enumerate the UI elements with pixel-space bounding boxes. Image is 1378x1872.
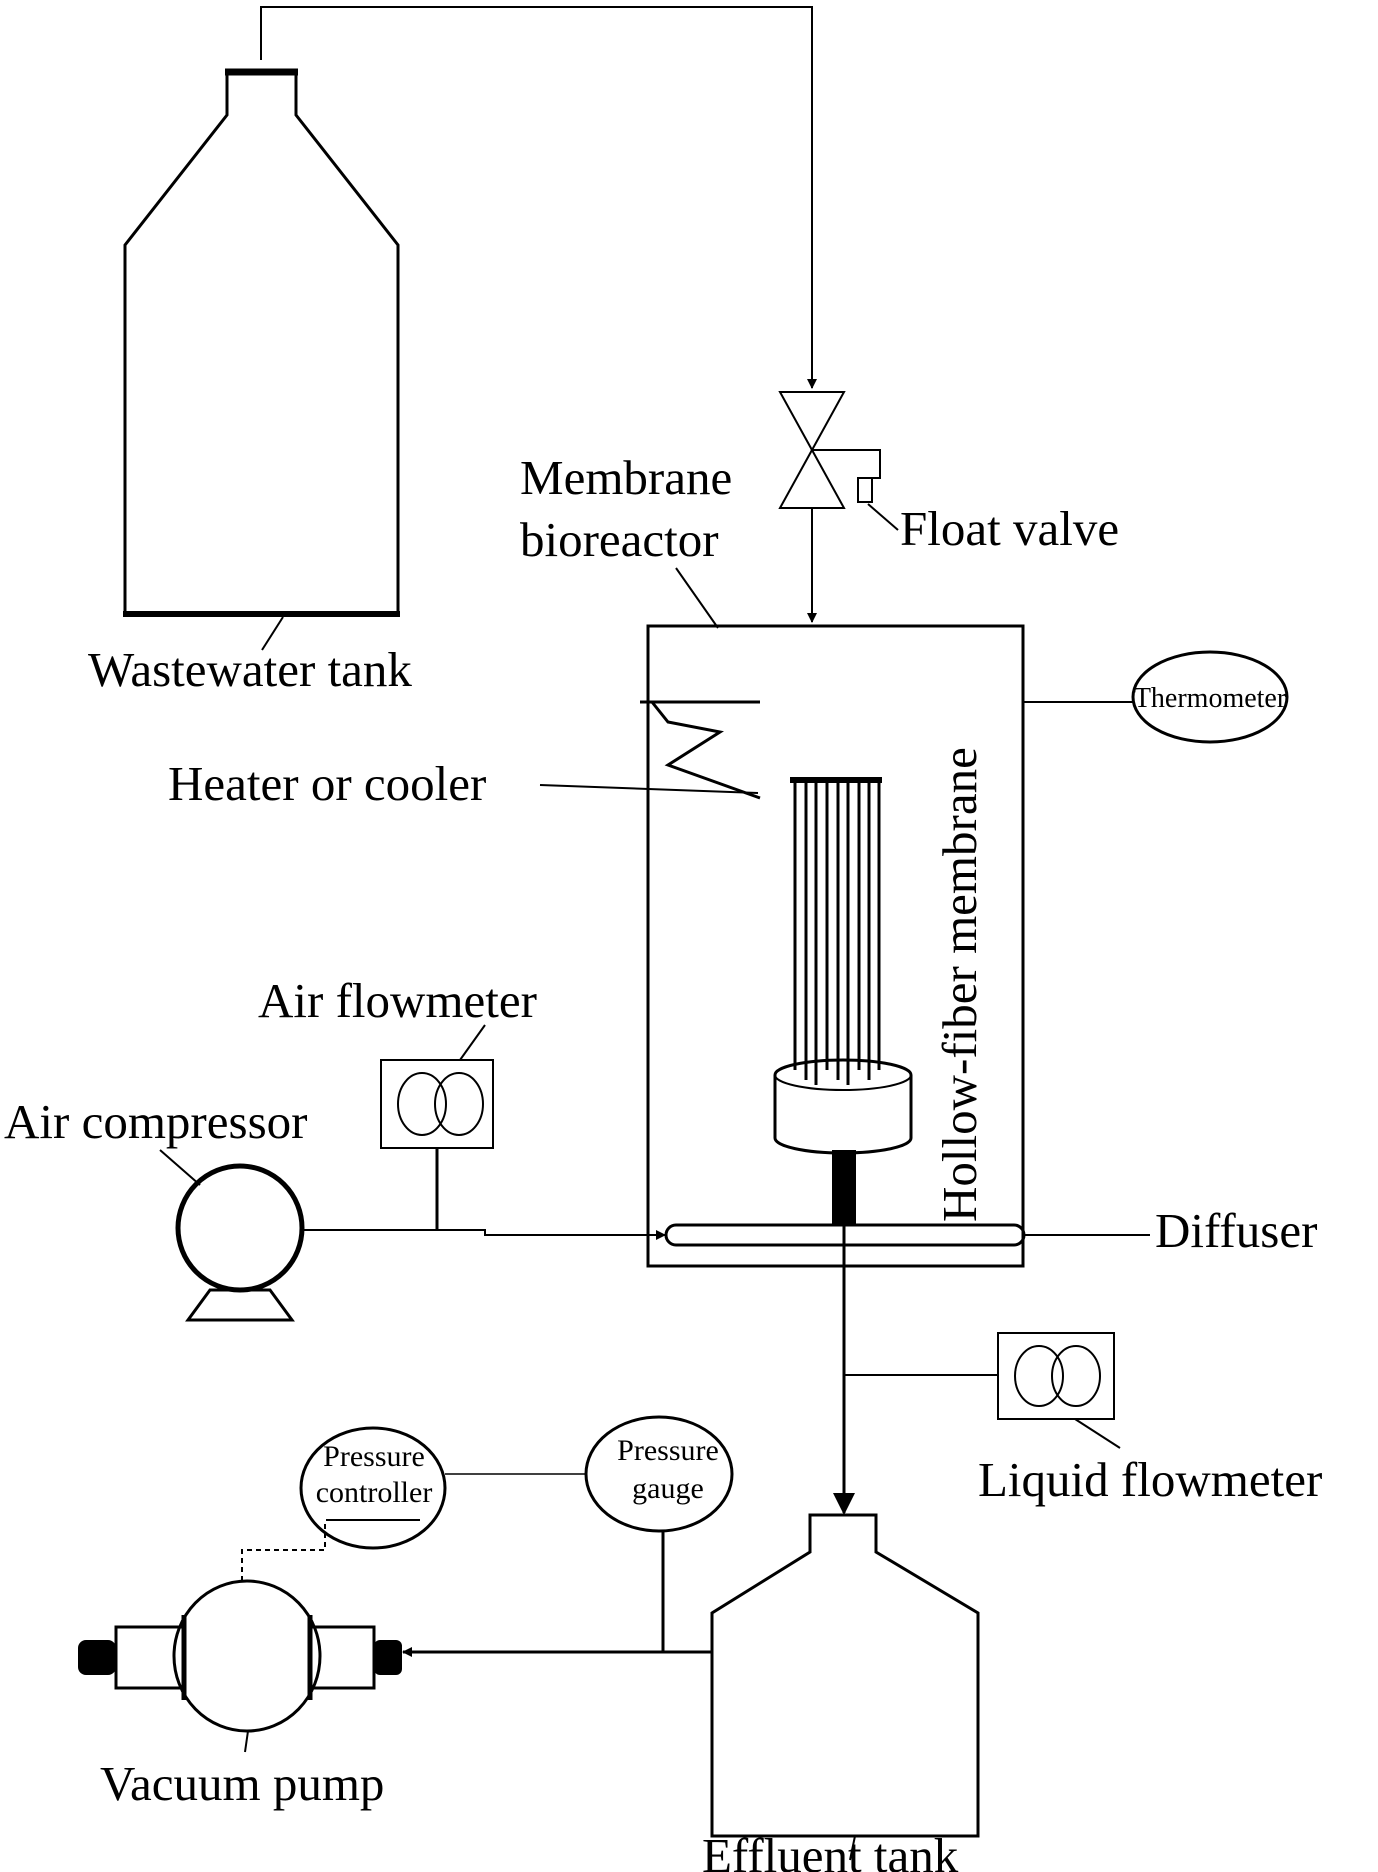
air-compressor-leader <box>159 1149 201 1186</box>
pressure-controller-label-line1: Pressure <box>323 1440 425 1473</box>
wastewater-tank-label: Wastewater tank <box>88 642 412 697</box>
vacuum-pump-leader <box>244 1730 249 1753</box>
heater-coil <box>640 700 761 800</box>
float-valve-leader <box>867 503 899 531</box>
thermometer-label: Thermometer <box>1134 683 1287 714</box>
pressure-controller-label-line2: controller <box>316 1476 433 1509</box>
liquid-flowmeter <box>997 1332 1115 1420</box>
pressure-gauge-label-line2: gauge <box>632 1472 704 1505</box>
vacuum-pump <box>78 1579 402 1733</box>
air-flowmeter-leader <box>459 1024 486 1061</box>
effluent-tank-label: Effluent tank <box>702 1828 959 1872</box>
feed-pipe <box>260 6 817 389</box>
wastewater-tank <box>123 68 400 617</box>
air-compressor <box>175 1163 305 1322</box>
vacuum-pump-label: Vacuum pump <box>100 1756 384 1811</box>
air-compressor-label: Air compressor <box>4 1094 307 1149</box>
air-supply-pipe <box>303 1229 666 1240</box>
membrane-bioreactor-label-line1: Membrane <box>520 450 732 505</box>
float-valve <box>778 391 881 509</box>
hollow-fiber-module <box>773 777 913 1226</box>
float-valve-label: Float valve <box>900 501 1119 556</box>
effluent-tank-leader <box>849 1835 856 1861</box>
heater-or-cooler-label: Heater or cooler <box>168 756 486 811</box>
air-flowmeter-label: Air flowmeter <box>258 973 537 1028</box>
effluent-tank <box>710 1513 980 1838</box>
membrane-bioreactor-leader <box>675 567 719 629</box>
pressure-controller <box>299 1426 447 1550</box>
hollow-fiber-membrane-label: Hollow-fiber membrane <box>932 747 987 1222</box>
pressure-gauge <box>584 1415 734 1533</box>
wastewater-tank-leader <box>261 616 284 651</box>
liquid-flowmeter-label: Liquid flowmeter <box>978 1452 1322 1507</box>
thermometer <box>1131 650 1289 744</box>
diffuser-label: Diffuser <box>1155 1203 1317 1258</box>
liquid-flowmeter-leader <box>1074 1418 1121 1449</box>
pressure-gauge-label-line1: Pressure <box>617 1434 719 1467</box>
air-flowmeter <box>380 1059 494 1149</box>
membrane-bioreactor-tank <box>646 624 1025 1268</box>
controller-signal-line <box>241 1524 326 1582</box>
heater-leader <box>539 784 759 794</box>
membrane-bioreactor-label-line2: bioreactor <box>520 512 719 567</box>
